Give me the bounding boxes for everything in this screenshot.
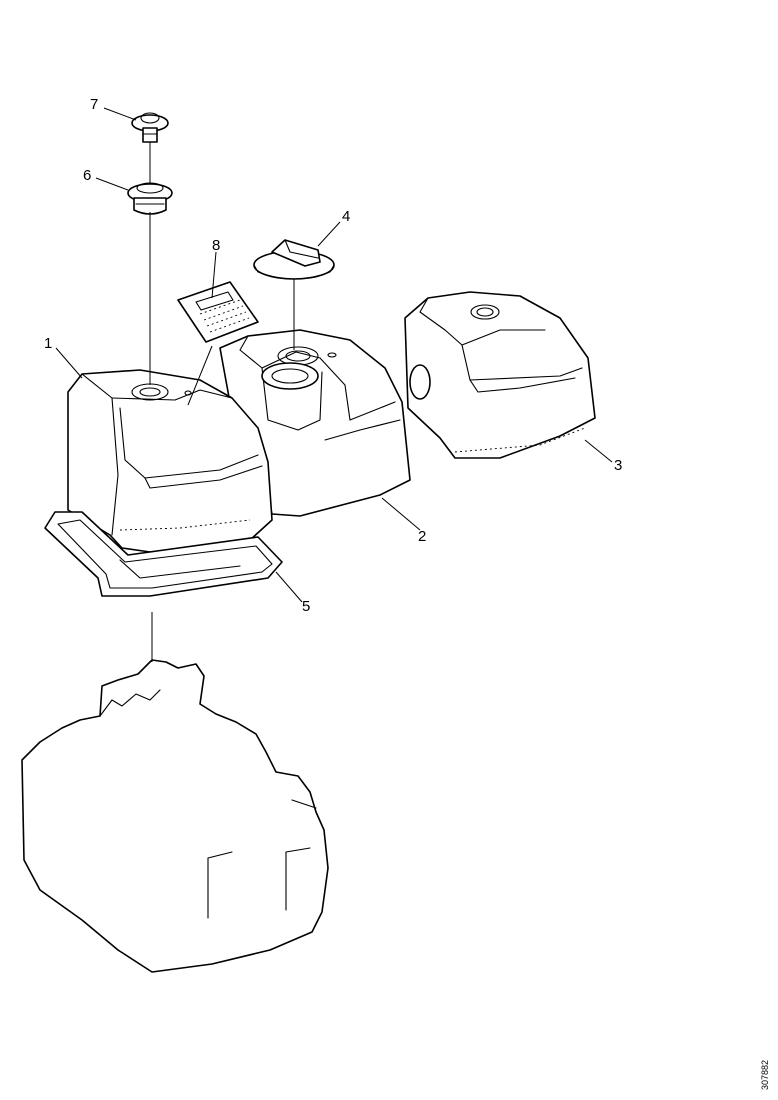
part-1-valve-cover (67, 369, 273, 553)
part-4-oil-cap (253, 239, 335, 280)
engine-block (21, 659, 329, 973)
part-6-filler-cap (127, 182, 173, 215)
leader-lines (55, 107, 613, 603)
callout-5: 5 (302, 598, 310, 615)
callout-3: 3 (614, 457, 622, 474)
callout-1: 1 (44, 335, 52, 352)
callout-6: 6 (83, 167, 91, 184)
callout-7: 7 (90, 96, 98, 113)
callout-4: 4 (342, 208, 350, 225)
part-5-gasket (44, 511, 283, 597)
part-8-label (177, 281, 259, 343)
part-7-cap (131, 112, 169, 143)
assembly-lines (149, 142, 295, 662)
callout-2: 2 (418, 528, 426, 545)
callouts: 7 6 4 8 1 2 3 5 (44, 96, 622, 615)
callout-8: 8 (212, 237, 220, 254)
part-3-valve-cover (404, 291, 596, 459)
reference-number: 307882 (760, 1060, 770, 1090)
